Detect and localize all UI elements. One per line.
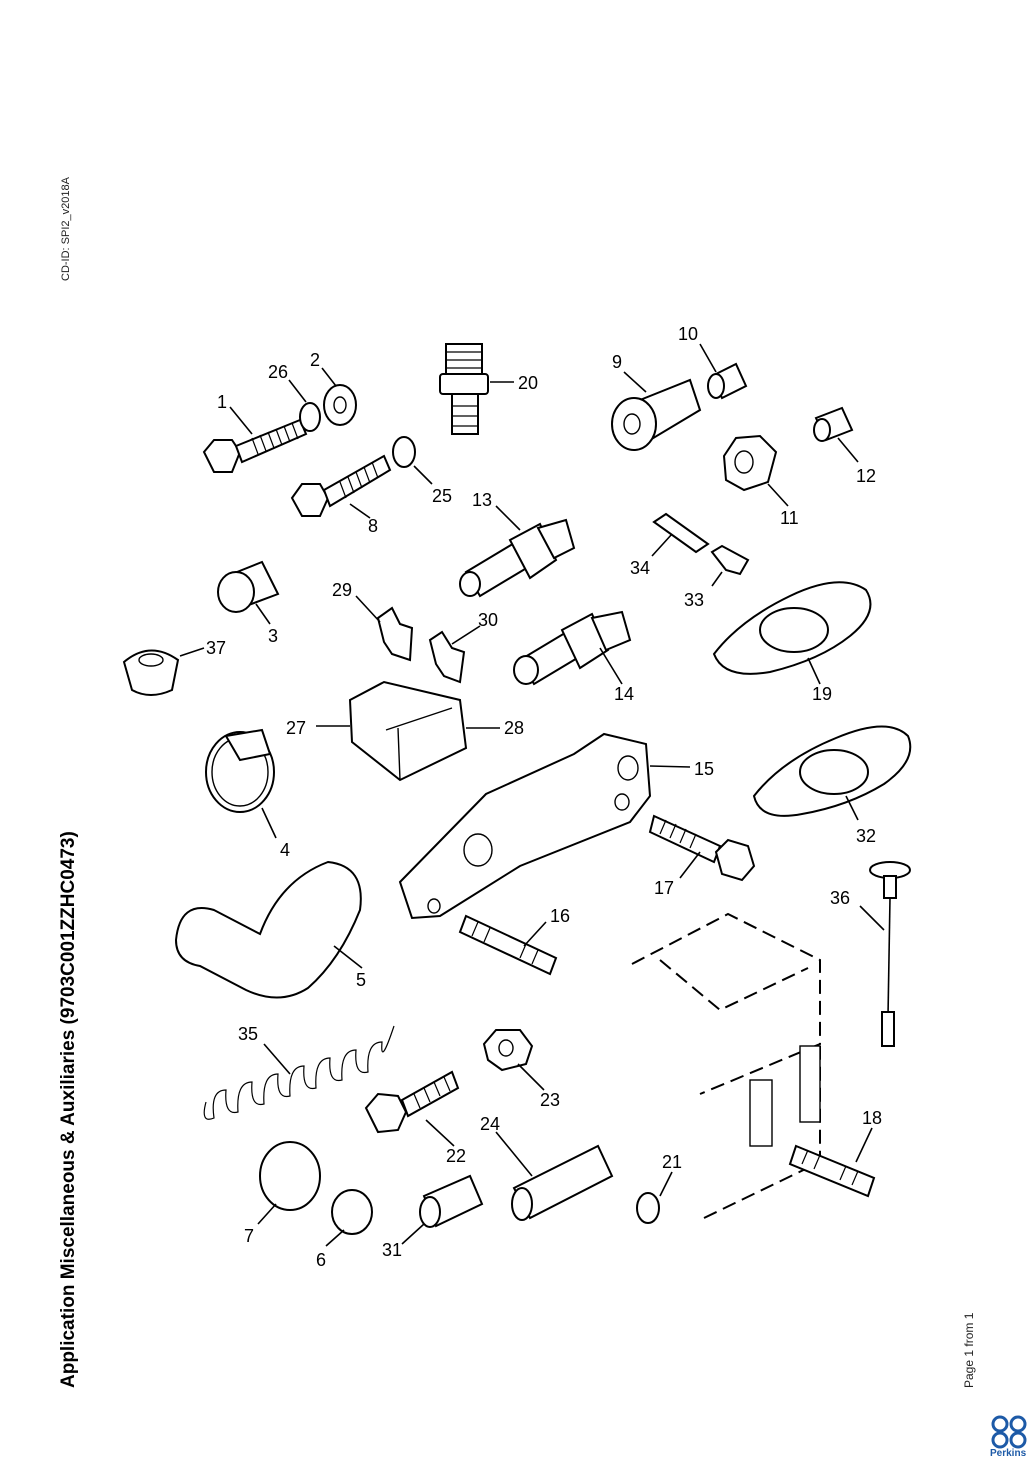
part-21-spring-washer bbox=[636, 1192, 660, 1224]
callout-30: 30 bbox=[478, 610, 498, 630]
part-5-hose bbox=[174, 860, 362, 999]
callout-21: 21 bbox=[662, 1152, 682, 1172]
part-1-bolt bbox=[202, 418, 308, 473]
callout-11: 11 bbox=[780, 508, 799, 528]
brand-label: Perkins bbox=[990, 1448, 1027, 1459]
callout-37: 37 bbox=[206, 638, 226, 658]
callout-3: 3 bbox=[268, 626, 278, 646]
part-37-plug bbox=[122, 649, 180, 696]
part-15-bracket bbox=[398, 732, 652, 920]
part-35-spring bbox=[203, 1025, 395, 1120]
callout-15: 15 bbox=[694, 759, 714, 779]
part-36-dipstick bbox=[869, 861, 911, 1047]
part-26-spring-washer bbox=[299, 402, 321, 432]
part-24-spacer bbox=[511, 1144, 614, 1221]
callout-33: 33 bbox=[684, 590, 704, 610]
part-29-terminal bbox=[376, 606, 414, 662]
part-27-28-relay bbox=[348, 680, 468, 782]
callout-6: 6 bbox=[316, 1250, 326, 1270]
perkins-logo-icon bbox=[991, 1415, 1027, 1449]
callout-13: 13 bbox=[472, 490, 492, 510]
callout-32: 32 bbox=[856, 826, 876, 846]
callout-31: 31 bbox=[382, 1240, 402, 1260]
callout-9: 9 bbox=[612, 352, 622, 372]
part-12-sleeve bbox=[813, 406, 854, 442]
part-2-washer bbox=[323, 384, 357, 426]
part-11-nut bbox=[722, 434, 778, 492]
part-34-insulator bbox=[652, 512, 710, 554]
callout-10: 10 bbox=[678, 324, 698, 344]
part-22-bolt bbox=[364, 1070, 460, 1134]
part-17-bolt bbox=[648, 814, 756, 882]
callout-7: 7 bbox=[244, 1226, 254, 1246]
callout-19: 19 bbox=[812, 684, 832, 704]
part-3-plug bbox=[217, 560, 280, 613]
callout-24: 24 bbox=[480, 1114, 500, 1134]
callout-16: 16 bbox=[550, 906, 570, 926]
callout-20: 20 bbox=[518, 373, 538, 393]
part-14-adaptor bbox=[513, 610, 632, 686]
part-32-gasket bbox=[752, 725, 912, 817]
callout-4: 4 bbox=[280, 840, 290, 860]
callout-22: 22 bbox=[446, 1146, 466, 1166]
part-10-sleeve bbox=[707, 362, 748, 400]
part-19-gasket bbox=[712, 581, 872, 675]
engine-block-outline bbox=[631, 912, 821, 1219]
leader-lines bbox=[179, 343, 885, 1247]
part-4-hose-clip bbox=[205, 728, 275, 813]
callout-35: 35 bbox=[238, 1024, 258, 1044]
callout-8: 8 bbox=[368, 516, 378, 536]
part-8-bolt bbox=[290, 454, 392, 517]
part-6-o-ring bbox=[331, 1189, 373, 1235]
part-25-spring-washer bbox=[392, 436, 416, 468]
callout-28: 28 bbox=[504, 718, 524, 738]
callout-14: 14 bbox=[614, 684, 634, 704]
callout-36: 36 bbox=[830, 888, 850, 908]
callout-5: 5 bbox=[356, 970, 366, 990]
part-18-stud bbox=[788, 1144, 876, 1198]
part-9-union-nut bbox=[611, 378, 702, 451]
part-31-sleeve bbox=[419, 1174, 484, 1228]
callout-27: 27 bbox=[286, 718, 306, 738]
part-23-nut bbox=[482, 1029, 534, 1072]
part-16-stud bbox=[458, 914, 558, 976]
callout-1: 1 bbox=[217, 392, 227, 412]
callout-17: 17 bbox=[654, 878, 674, 898]
callout-12: 12 bbox=[856, 466, 876, 486]
callout-labels: 1 2 3 4 5 6 7 8 9 10 11 12 13 14 15 16 1… bbox=[206, 324, 882, 1270]
callout-25: 25 bbox=[432, 486, 452, 506]
callout-18: 18 bbox=[862, 1108, 882, 1128]
callout-2: 2 bbox=[310, 350, 320, 370]
part-13-adaptor bbox=[459, 518, 576, 598]
callout-29: 29 bbox=[332, 580, 352, 600]
part-30-terminal bbox=[428, 630, 466, 684]
callout-26: 26 bbox=[268, 362, 288, 382]
callout-23: 23 bbox=[540, 1090, 560, 1110]
part-33-connector bbox=[710, 544, 750, 576]
part-7-o-ring bbox=[259, 1141, 321, 1211]
callout-34: 34 bbox=[630, 558, 650, 578]
part-20-adaptor bbox=[439, 343, 489, 435]
